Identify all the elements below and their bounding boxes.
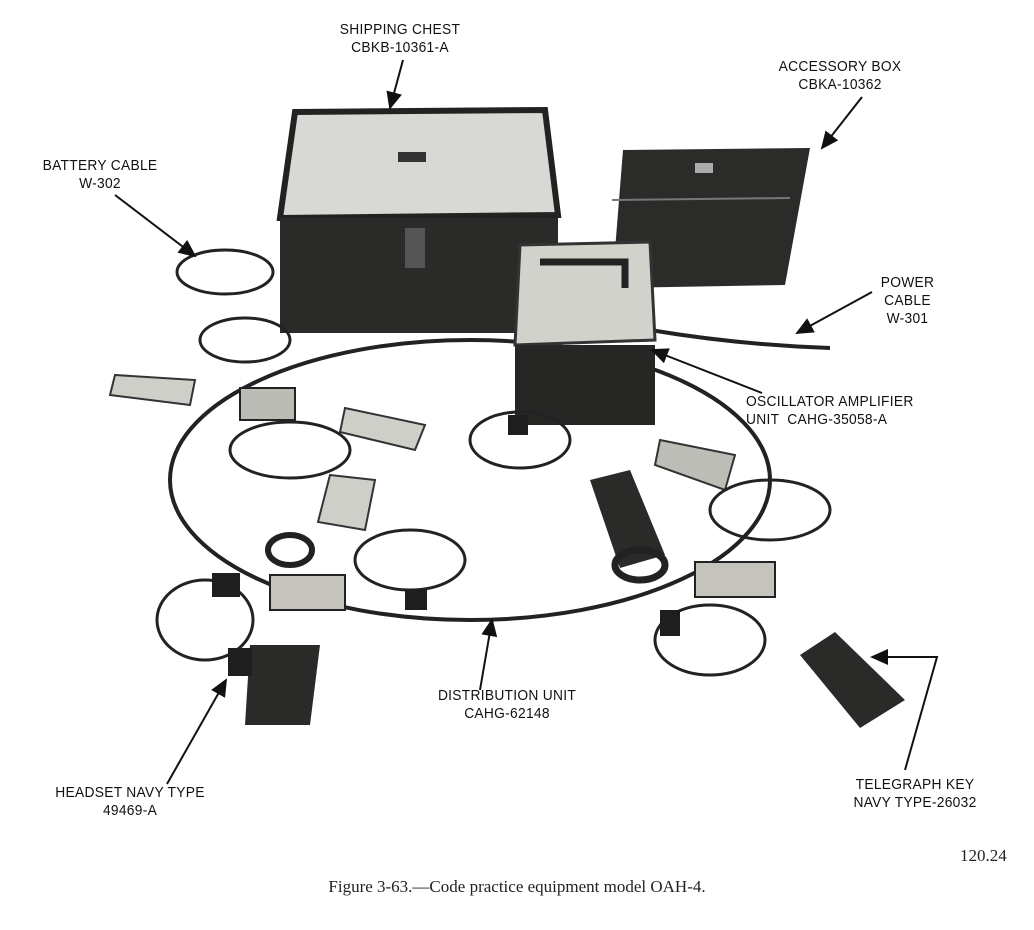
label-distribution-unit: DISTRIBUTION UNIT CAHG-62148 [424, 687, 590, 723]
label-line: DISTRIBUTION UNIT [437, 687, 577, 704]
label-line: BATTERY CABLE [42, 157, 158, 174]
label-line: TELEGRAPH KEY [855, 776, 975, 793]
label-line: CBKB-10361-A [351, 39, 449, 56]
label-line: 49469-A [102, 802, 158, 819]
label-line: POWER [880, 274, 935, 291]
figure-caption: Figure 3-63.—Code practice equipment mod… [328, 877, 706, 896]
distribution-cable-loop [168, 338, 772, 622]
label-accessory-box: ACCESSORY BOX CBKA-10362 [757, 58, 923, 94]
label-telegraph-key: TELEGRAPH KEY NAVY TYPE-26032 [832, 776, 998, 812]
label-line: W-302 [79, 175, 121, 192]
label-oscillator-amplifier: OSCILLATOR AMPLIFIER UNIT CAHG-35058-A [746, 393, 914, 429]
label-line: OSCILLATOR AMPLIFIER [746, 393, 914, 410]
label-line: UNIT CAHG-35058-A [746, 411, 888, 428]
oscillator-unit [513, 240, 657, 425]
label-line: NAVY TYPE-26032 [853, 794, 977, 811]
figure-code: 120.24 [960, 846, 1007, 865]
shipping-chest [276, 106, 562, 333]
label-line: W-301 [886, 310, 929, 327]
label-headset: HEADSET NAVY TYPE 49469-A [38, 784, 222, 820]
label-line: SHIPPING CHEST [339, 21, 461, 38]
label-line: HEADSET NAVY TYPE [55, 784, 205, 801]
accessory-box [611, 148, 810, 288]
label-line: CABLE [884, 292, 931, 309]
label-line: ACCESSORY BOX [778, 58, 902, 75]
leader-arrows [114, 59, 939, 785]
label-battery-cable: BATTERY CABLE W-302 [22, 157, 178, 193]
label-line: CAHG-62148 [464, 705, 550, 722]
label-power-cable: POWER CABLE W-301 [864, 274, 951, 328]
label-line: CBKA-10362 [798, 76, 882, 93]
label-shipping-chest: SHIPPING CHEST CBKB-10361-A [317, 21, 483, 57]
